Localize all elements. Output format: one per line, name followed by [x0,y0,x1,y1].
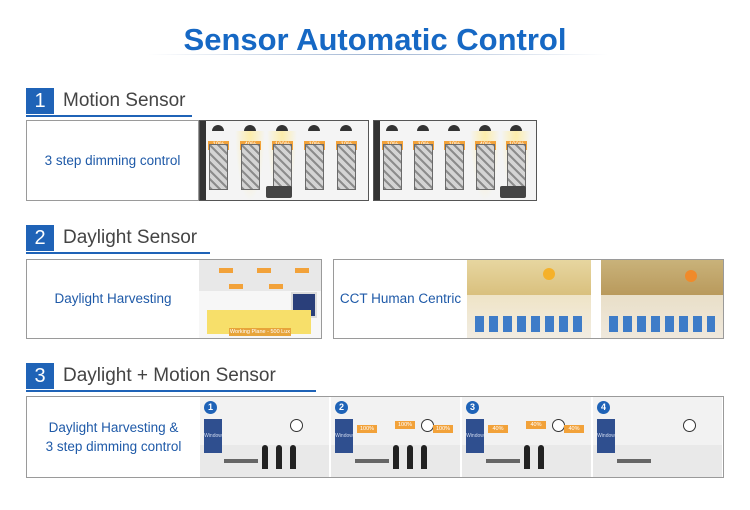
dimming-level-badge: 100% [357,425,377,433]
desc-line-1: Daylight Harvesting & [48,420,179,435]
section-underline [26,115,192,117]
classroom-scene-cool [601,260,723,338]
ceiling-lamp [510,125,522,131]
sun [685,270,697,282]
person-figure [538,445,544,469]
clock-icon [683,419,696,432]
ceiling-lamp [212,125,224,131]
daylight-motion-desc: Daylight Harvesting & 3 step dimming con… [27,418,200,456]
sun [543,268,555,280]
person-figure [407,445,413,469]
person-figure [262,445,268,469]
daylight-harvesting-box: Daylight Harvesting Working Plane - 500 … [26,259,322,339]
chairs [609,316,715,332]
dimming-level-badge: 100% [395,421,415,429]
dimming-level-badge: 40% [526,421,546,429]
ceiling-lamp [479,125,491,131]
section-2-header: 2 Daylight Sensor [26,225,210,254]
classroom-scene-warm [467,260,591,338]
daylight-harvesting-label: Daylight Harvesting [54,291,172,306]
window-panel: Window [335,419,353,453]
storage-rack [476,144,495,190]
ceiling-light [257,268,271,273]
desc-line-2: 3 step dimming control [45,439,182,454]
window-panel: Window [597,419,615,453]
person-figure [524,445,530,469]
ceiling-light [229,284,243,289]
window-panel: Window [204,419,222,453]
desk [224,459,258,463]
ceiling-lamp [417,125,429,131]
section-title: Daylight + Motion Sensor [63,365,276,386]
ceiling-lamp [340,125,352,131]
office-room-scene: Working Plane - 500 Lux [199,260,321,338]
person-figure [290,445,296,469]
ceiling-lamp [244,125,256,131]
storage-rack [273,144,292,190]
storage-rack [305,144,324,190]
working-plane-caption: Working Plane - 500 Lux [229,328,291,336]
storage-rack [209,144,228,190]
warehouse-scene-a: 10%40%100%10%10% [199,120,369,201]
clock-icon [290,419,303,432]
ceiling-light [295,268,309,273]
ceiling-light [269,284,283,289]
ceiling-light [219,268,233,273]
daylight-motion-box: Daylight Harvesting & 3 step dimming con… [26,396,724,478]
storage-rack [337,144,356,190]
forklift [266,186,292,198]
storage-rack [241,144,260,190]
title-divider [148,54,608,55]
storage-rack [414,144,433,190]
dimming-level-badge: 40% [488,425,508,433]
section-underline [26,252,210,254]
step-number-badge: 3 [466,401,479,414]
window-panel: Window [466,419,484,453]
section-underline [26,390,316,392]
desk [617,459,651,463]
section-3-header: 3 Daylight + Motion Sensor [26,363,316,392]
motion-sensor-text-box: 3 step dimming control [26,120,199,201]
section-number: 1 [26,88,54,114]
warehouse-scene-b: 10%10%10%40%100% [373,120,537,201]
step-number-badge: 2 [335,401,348,414]
section-1-header: 1 Motion Sensor [26,88,192,117]
desk [486,459,520,463]
section-number: 3 [26,363,54,389]
dimming-level-badge: 40% [564,425,584,433]
section-number: 2 [26,225,54,251]
storage-rack [383,144,402,190]
section-title: Daylight Sensor [63,227,198,248]
forklift [500,186,526,198]
storage-rack [445,144,464,190]
cct-label: CCT Human Centric [339,291,462,306]
chairs [475,316,583,332]
page-title: Sensor Automatic Control [183,22,567,57]
storage-rack [507,144,526,190]
ceiling-lamp [448,125,460,131]
dimming-level-badge: 100% [433,425,453,433]
person-figure [276,445,282,469]
step-number-badge: 1 [204,401,217,414]
step-number-badge: 4 [597,401,610,414]
person-figure [393,445,399,469]
wall [200,121,206,200]
motion-sensor-desc: 3 step dimming control [44,153,181,168]
ceiling-lamp [386,125,398,131]
cct-human-centric-box: CCT Human Centric [333,259,724,339]
desk [355,459,389,463]
ceiling-lamp [308,125,320,131]
person-figure [421,445,427,469]
wall [374,121,380,200]
section-title: Motion Sensor [63,90,186,111]
ceiling-lamp [276,125,288,131]
